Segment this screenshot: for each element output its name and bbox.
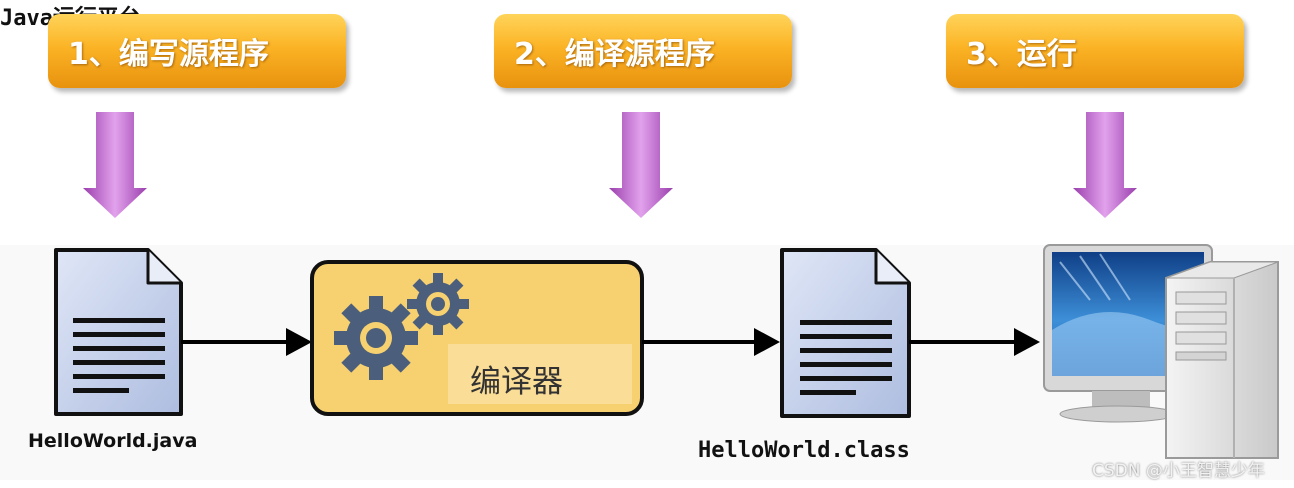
compiler-box bbox=[310, 260, 644, 416]
computer-icon bbox=[1043, 244, 1279, 459]
step-2-compile-source: 2、编译源程序 bbox=[494, 14, 792, 88]
step-1-label: 1、编写源程序 bbox=[68, 37, 269, 72]
watermark-text: CSDN @小王智慧少年 bbox=[1092, 461, 1265, 481]
source-file-label: HelloWorld.java bbox=[28, 430, 198, 452]
gears-icon bbox=[334, 273, 469, 380]
step-2-label: 2、编译源程序 bbox=[514, 37, 715, 72]
down-arrow-icon-3 bbox=[1073, 112, 1137, 218]
down-arrow-icon-1 bbox=[83, 112, 147, 218]
class-file-document-icon bbox=[780, 248, 911, 418]
step-3-label: 3、运行 bbox=[966, 37, 1077, 72]
step-3-run: 3、运行 bbox=[946, 14, 1244, 88]
source-file-document-icon bbox=[54, 248, 183, 416]
connector-arrow-2 bbox=[642, 328, 780, 356]
class-file-label: HelloWorld.class bbox=[698, 438, 910, 463]
down-arrow-icon-2 bbox=[609, 112, 673, 218]
step-1-write-source: 1、编写源程序 bbox=[48, 14, 346, 88]
connector-arrow-3 bbox=[909, 328, 1040, 356]
compiler-label: 编译器 bbox=[470, 364, 563, 400]
connector-arrow-1 bbox=[181, 328, 312, 356]
